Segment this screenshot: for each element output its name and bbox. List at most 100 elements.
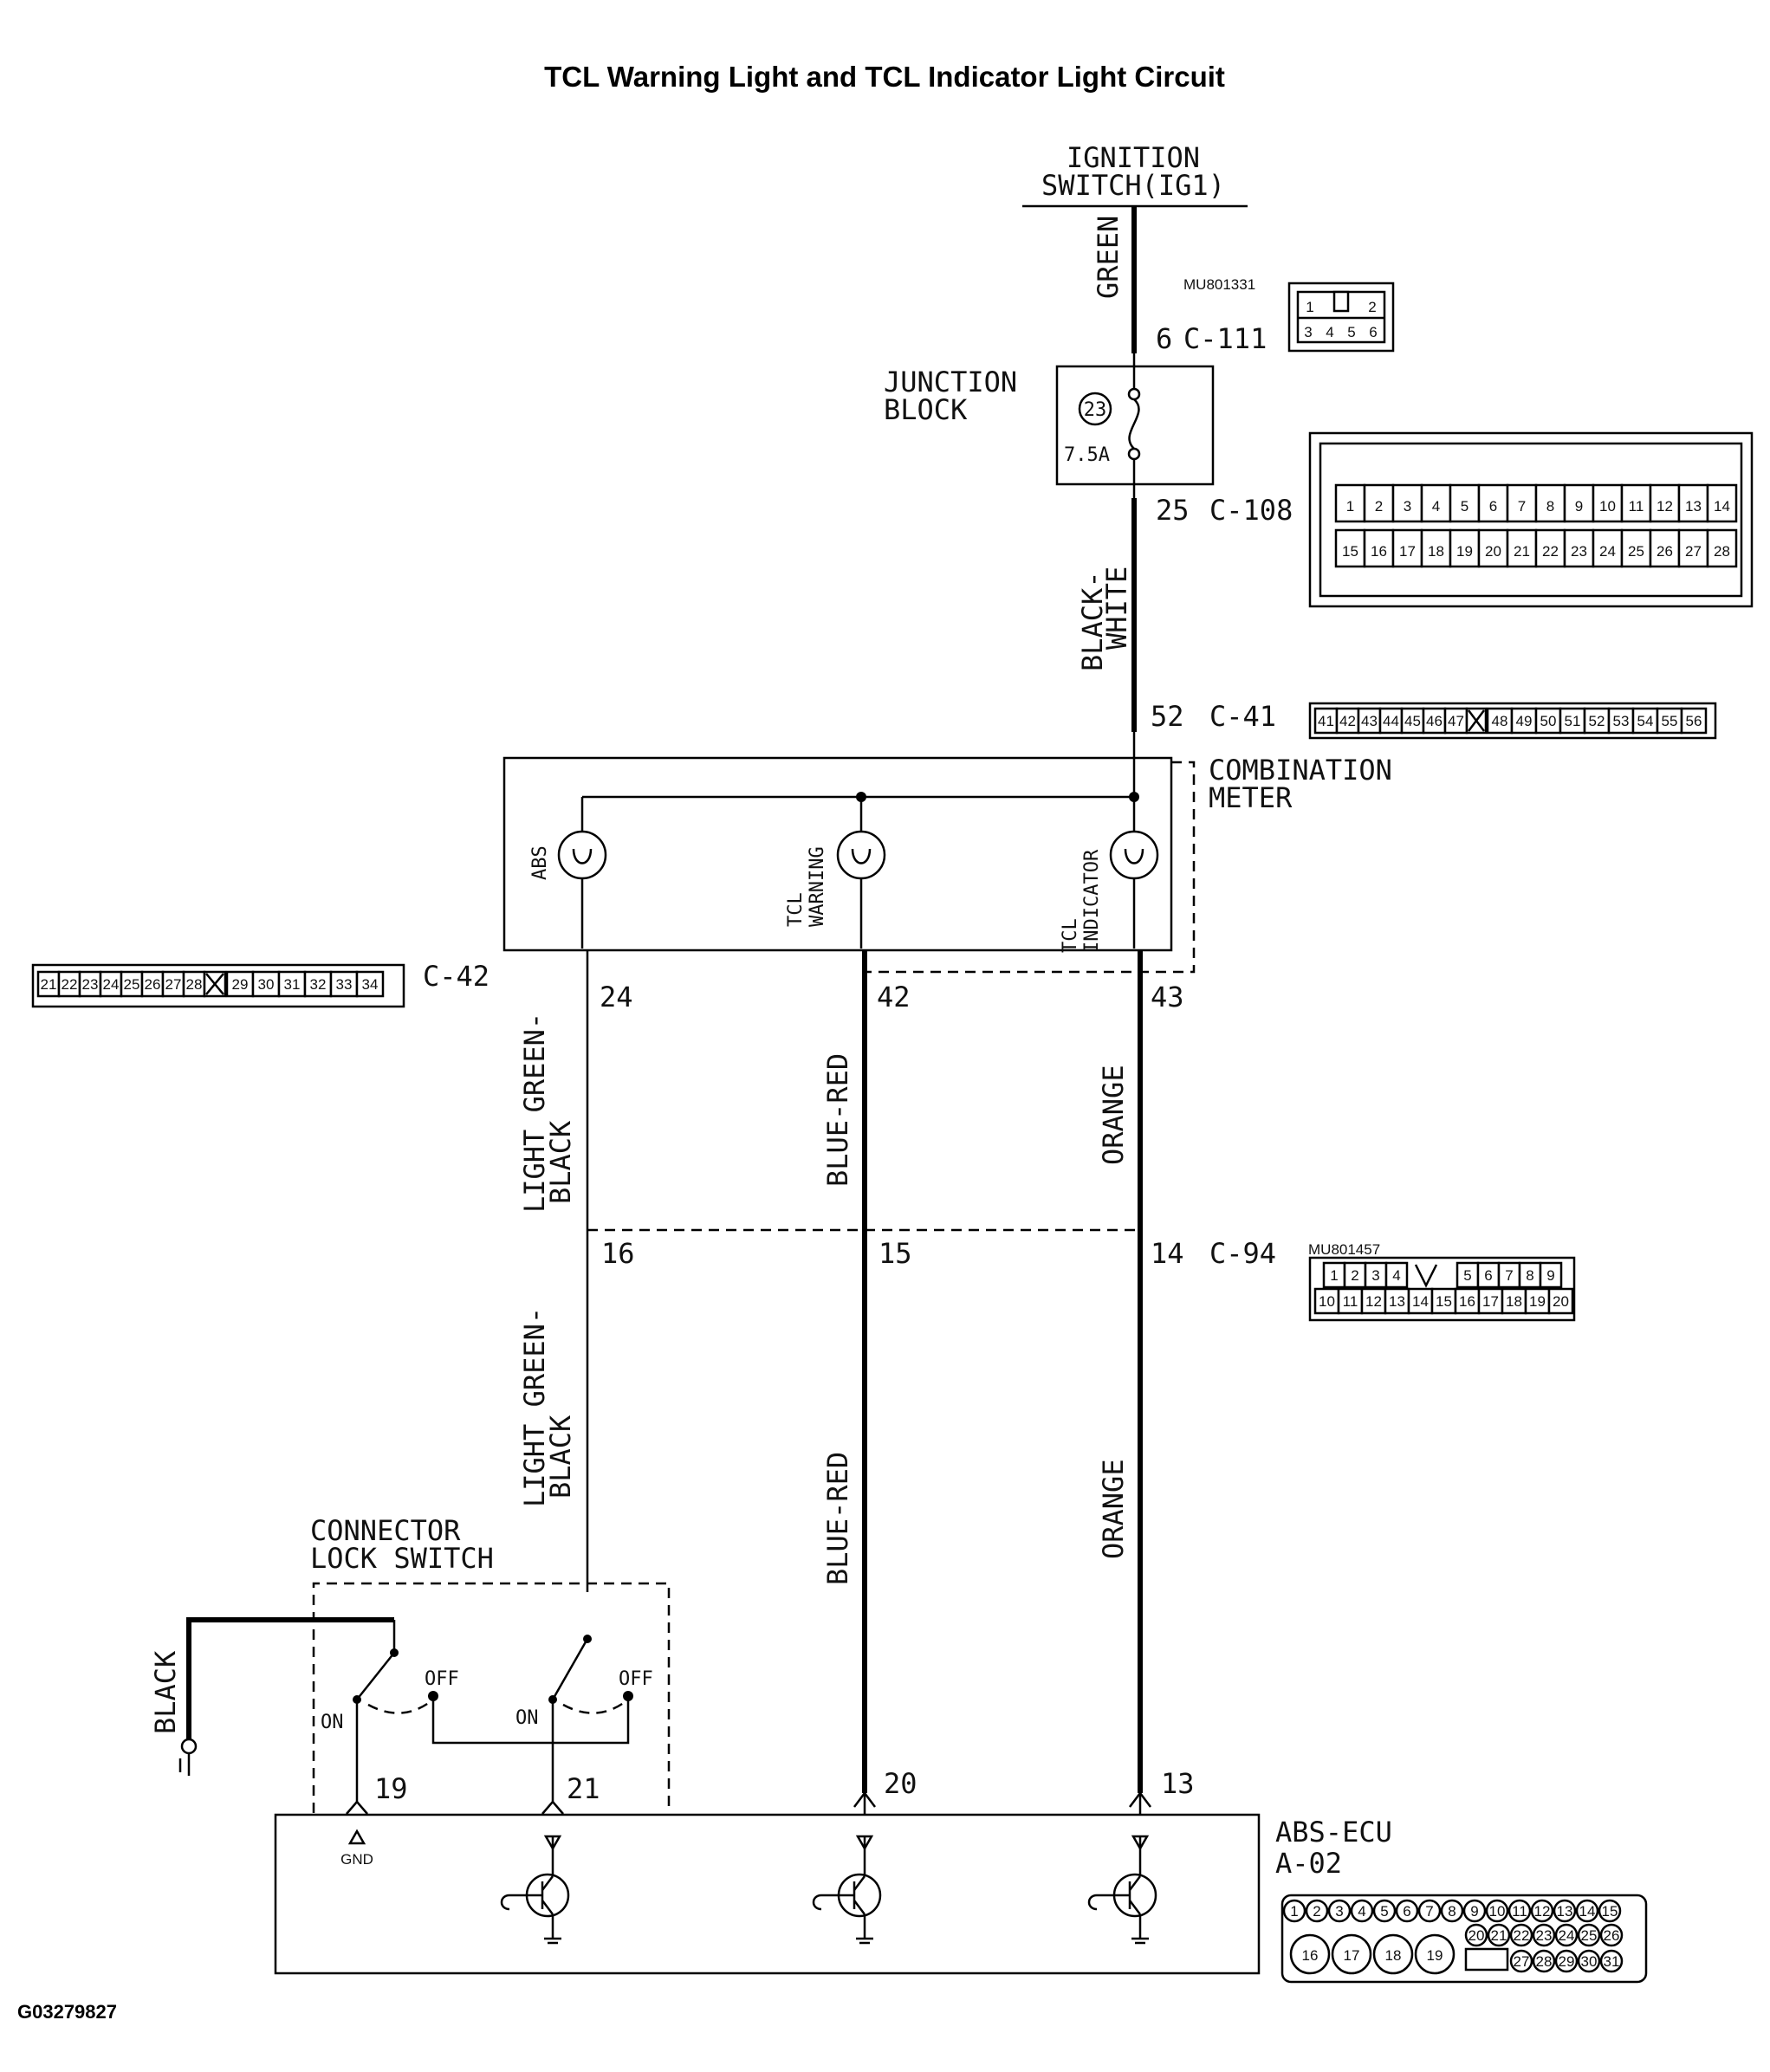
a02-pin-circle xyxy=(1577,1949,1601,1973)
c42-pin-label: 26 xyxy=(145,976,161,993)
wire-label-orange-upper: ORANGE xyxy=(1097,1065,1130,1165)
c108-pin-label: 17 xyxy=(1399,543,1416,560)
fuse-terminal-bottom xyxy=(1127,447,1141,461)
lock-switch-label-2: LOCK SWITCH xyxy=(310,1542,494,1575)
a02-pin-circle xyxy=(1417,1899,1442,1923)
a02-pin-circle xyxy=(1554,1923,1579,1947)
c108-pin-label: 2 xyxy=(1375,498,1383,515)
a02-pin-label: 1 xyxy=(1290,1903,1298,1920)
switch1-blade xyxy=(356,1652,395,1700)
a02-pin-circle xyxy=(1487,1923,1511,1947)
wire-label-lgb-2-lower: BLACK xyxy=(544,1415,577,1499)
c42-pin-label: 23 xyxy=(82,976,99,993)
wire-label-green: GREEN xyxy=(1092,216,1125,299)
c94-pin-label: 15 xyxy=(1436,1293,1452,1310)
a02-pin-circle xyxy=(1575,1899,1599,1923)
c108-cell xyxy=(1477,483,1509,523)
c111-pin-6: 6 xyxy=(1369,324,1377,340)
fuse-icon xyxy=(1128,398,1140,450)
c41-pin-label: 45 xyxy=(1404,713,1421,729)
a02-pin-label: 11 xyxy=(1512,1903,1527,1920)
c108-cell xyxy=(1391,528,1423,568)
c108-pin-label: 15 xyxy=(1342,543,1358,560)
c111-pin-5: 5 xyxy=(1347,324,1355,340)
c108-pin-label: 23 xyxy=(1571,543,1587,560)
c94-cell xyxy=(1384,1261,1409,1289)
a02-pin-label: 17 xyxy=(1344,1947,1360,1964)
combination-meter-label-2: METER xyxy=(1209,781,1293,814)
c94-name: C-94 xyxy=(1209,1237,1276,1270)
c108-pin-label: 6 xyxy=(1489,498,1497,515)
c108-cell xyxy=(1677,528,1709,568)
a02-pin-circle xyxy=(1331,1933,1372,1975)
c41-name: C-41 xyxy=(1209,700,1276,733)
c42-pin-label: 25 xyxy=(124,976,140,993)
wire-label-black-white-2: WHITE xyxy=(1100,567,1133,650)
tcl-indicator-lamp xyxy=(1109,797,1159,949)
c42-pin-label: 29 xyxy=(232,976,249,993)
a02-pin-circle xyxy=(1464,1923,1488,1947)
c42-cell xyxy=(99,970,123,998)
c108-pin-label: 21 xyxy=(1514,543,1530,560)
wire-label-blue-red-lower: BLUE-RED xyxy=(821,1452,854,1585)
tcl-warning-lamp xyxy=(836,797,886,949)
a02-pin-circle xyxy=(1530,1899,1554,1923)
abs-ecu-label: ABS-ECU xyxy=(1275,1816,1392,1849)
a02-pin-circle xyxy=(1289,1933,1331,1975)
c108-cell xyxy=(1363,483,1395,523)
a02-pin-circle xyxy=(1372,1933,1414,1975)
a02-pin-label: 23 xyxy=(1536,1927,1553,1944)
c94-pin-label: 4 xyxy=(1392,1267,1400,1284)
combination-meter-label-1: COMBINATION xyxy=(1209,754,1392,787)
a02-pin-label: 9 xyxy=(1470,1903,1478,1920)
c108-pin-label: 27 xyxy=(1685,543,1702,560)
c42-pin-abs: 24 xyxy=(600,981,633,1013)
c111-pin-2: 2 xyxy=(1368,299,1376,315)
a02-pin-circle xyxy=(1372,1899,1397,1923)
a02-pin-circle xyxy=(1305,1899,1329,1923)
a02-pin-label: 14 xyxy=(1579,1903,1596,1920)
ecu-gnd-label: GND xyxy=(340,1851,373,1868)
c108-pin-label: 4 xyxy=(1432,498,1440,515)
c94-cell xyxy=(1456,1261,1480,1289)
abs-lamp xyxy=(557,797,607,949)
c94-cell xyxy=(1337,1287,1364,1315)
c108-cell xyxy=(1534,483,1566,523)
a02-pin-label: 24 xyxy=(1559,1927,1575,1944)
lamp-label-tcl-indicator-1: TCL xyxy=(1060,918,1081,953)
c108-cell xyxy=(1677,483,1709,523)
c42-pin-label: 24 xyxy=(103,976,120,993)
c111-pin: 6 xyxy=(1156,322,1172,355)
c94-cell xyxy=(1322,1261,1346,1289)
c94-pin-label: 12 xyxy=(1365,1293,1382,1310)
a02-pin-circle xyxy=(1509,1923,1533,1947)
c42-pin-warning: 42 xyxy=(877,981,911,1013)
c41-pin: 52 xyxy=(1151,700,1184,733)
c42-pin-indicator: 43 xyxy=(1151,981,1184,1013)
abs-ecu-connector: A-02 xyxy=(1275,1847,1342,1880)
c94-pin-label: 20 xyxy=(1553,1293,1569,1310)
c108-name: C-108 xyxy=(1209,494,1293,527)
ecu-pin-21: 21 xyxy=(567,1772,600,1805)
fuse-number-badge xyxy=(1078,392,1112,426)
c108-cell xyxy=(1620,483,1652,523)
c42-pin-label: 21 xyxy=(41,976,57,993)
c111-part: MU801331 xyxy=(1183,276,1255,293)
c108-pin-label: 19 xyxy=(1456,543,1473,560)
lamp-label-tcl-indicator-2: INDICATOR xyxy=(1081,849,1103,953)
a02-pin-label: 22 xyxy=(1514,1927,1530,1944)
c41-pin-label: 50 xyxy=(1540,713,1557,729)
c108-cell xyxy=(1334,528,1366,568)
combination-meter-dashed-extension xyxy=(863,761,1196,974)
a02-pin-circle xyxy=(1532,1949,1556,1973)
c41-pin-label: 52 xyxy=(1589,713,1605,729)
a02-pin-label: 3 xyxy=(1335,1903,1343,1920)
c108-pin-label: 14 xyxy=(1714,498,1730,515)
c42-cell xyxy=(225,970,255,998)
c42-pin-label: 33 xyxy=(336,976,353,993)
c42-pin-label: 32 xyxy=(310,976,327,993)
c41-pin-label: 41 xyxy=(1318,713,1334,729)
